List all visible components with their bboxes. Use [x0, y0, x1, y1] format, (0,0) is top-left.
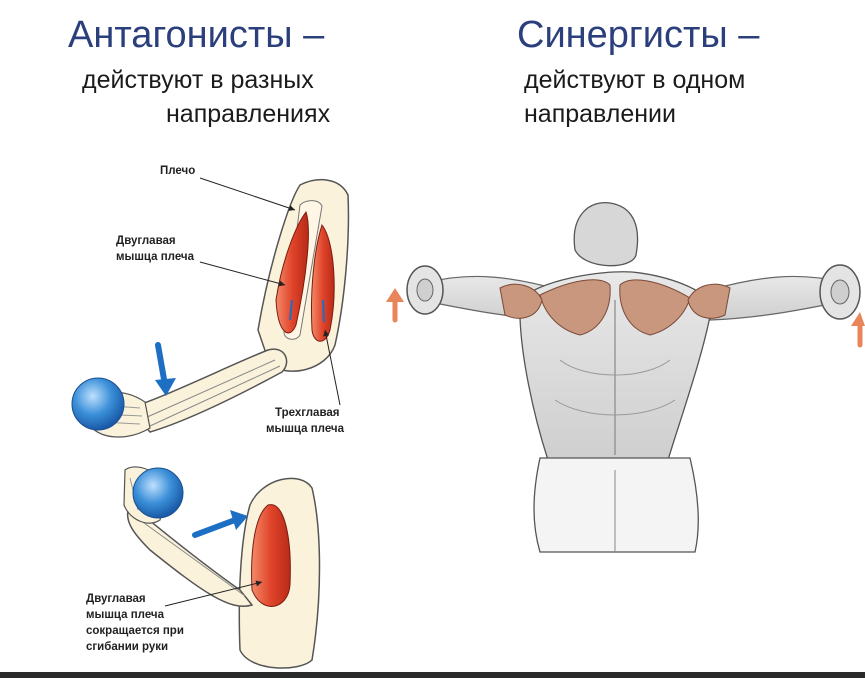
antagonists-subtitle-line1: действуют в разных	[82, 66, 314, 94]
synergists-heading: Синергисты –	[517, 14, 760, 56]
label-biceps-line1: Двуглавая	[116, 235, 176, 247]
back-figure	[386, 202, 865, 553]
synergists-subtitle-line2: направлении	[524, 100, 676, 128]
synergists-subtitle-line1: действуют в одном	[524, 66, 746, 94]
label-biceps-line2: мышца плеча	[116, 251, 194, 263]
label-triceps-line1: Трехглавая	[275, 407, 340, 419]
bottom-bar	[0, 672, 865, 678]
label-biceps-contract-line1: Двуглавая	[86, 593, 146, 605]
label-biceps-contract-line3: сокращается при	[86, 625, 184, 637]
antagonists-heading: Антагонисты –	[68, 14, 325, 56]
label-shoulder: Плечо	[160, 165, 196, 177]
label-biceps-contract-line2: мышца плеча	[86, 609, 164, 621]
flexed-arm-figure	[123, 466, 321, 669]
extended-arm-figure	[71, 177, 350, 438]
label-triceps-line2: мышца плеча	[266, 423, 344, 435]
label-biceps-contract-line4: сгибании руки	[86, 641, 169, 653]
antagonists-subtitle-line2: направлениях	[166, 100, 331, 128]
